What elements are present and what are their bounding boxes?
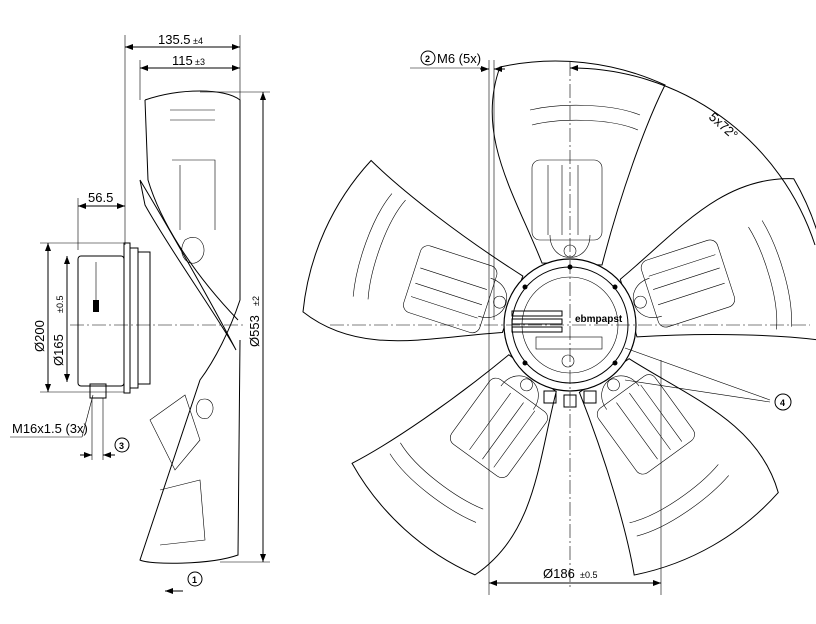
callout-1: 1 (192, 575, 197, 585)
motor-diameter-value: Ø200 (32, 320, 47, 352)
overall-depth-value: 135.5 (158, 32, 191, 47)
mount-thread-label: M6 (5x) (437, 51, 481, 66)
motor-hub (503, 258, 637, 392)
callout-3: 3 (119, 441, 124, 451)
blade-depth-tolerance: ±3 (195, 57, 205, 67)
fan-diameter-value: Ø553 (247, 315, 262, 347)
front-view: ebmpapst 2 M6 (5x) 5x72° 4 Ø186 ±0.5 (294, 50, 816, 595)
bolt-circle-value: Ø165 (51, 334, 66, 366)
callout-4: 4 (780, 398, 785, 408)
cable-gland (89, 383, 107, 399)
overall-depth-tolerance: ±4 (193, 36, 203, 46)
bolt-circle-tolerance: ±0.5 (55, 296, 65, 313)
ebmpapst-logo: ebmpapst (575, 314, 623, 325)
hub-bolt-diameter-value: Ø186 (543, 566, 575, 581)
motor-housing (77, 255, 125, 387)
motor-offset-value: 56.5 (88, 190, 113, 205)
cable-gland-label: M16x1.5 (3x) (12, 421, 88, 436)
fan-diameter-tolerance: ±2 (251, 296, 261, 306)
blade-angle-label: 5x72° (706, 109, 741, 142)
callout-2: 2 (425, 54, 430, 64)
side-view: 135.5 ±4 115 ±3 56.5 Ø200 Ø165 ±0.5 (10, 32, 270, 594)
hub-bolt-diameter-tolerance: ±0.5 (580, 570, 597, 580)
angle-arc (569, 64, 816, 246)
blade-depth-value: 115 (172, 53, 193, 68)
